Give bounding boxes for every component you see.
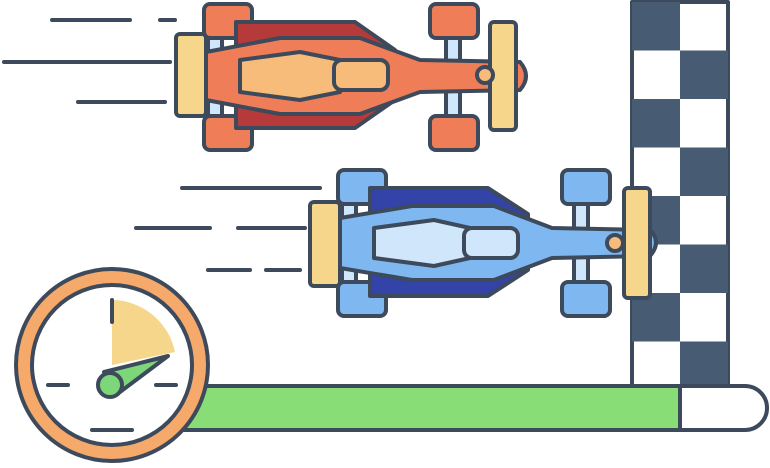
checker-square [632, 99, 680, 148]
speed-lines [2, 18, 322, 272]
red-race-car-icon [174, 2, 528, 152]
checker-square [680, 147, 728, 196]
checker-square [680, 50, 728, 99]
checker-square [680, 341, 728, 390]
checker-square [632, 2, 680, 51]
speedometer-icon [14, 267, 210, 463]
checker-square [680, 244, 728, 293]
checkered-flag-icon [630, 0, 730, 392]
progress-track [148, 384, 769, 432]
checker-square [632, 293, 680, 342]
progress-fill [150, 388, 678, 428]
blue-race-car-icon [308, 168, 658, 318]
